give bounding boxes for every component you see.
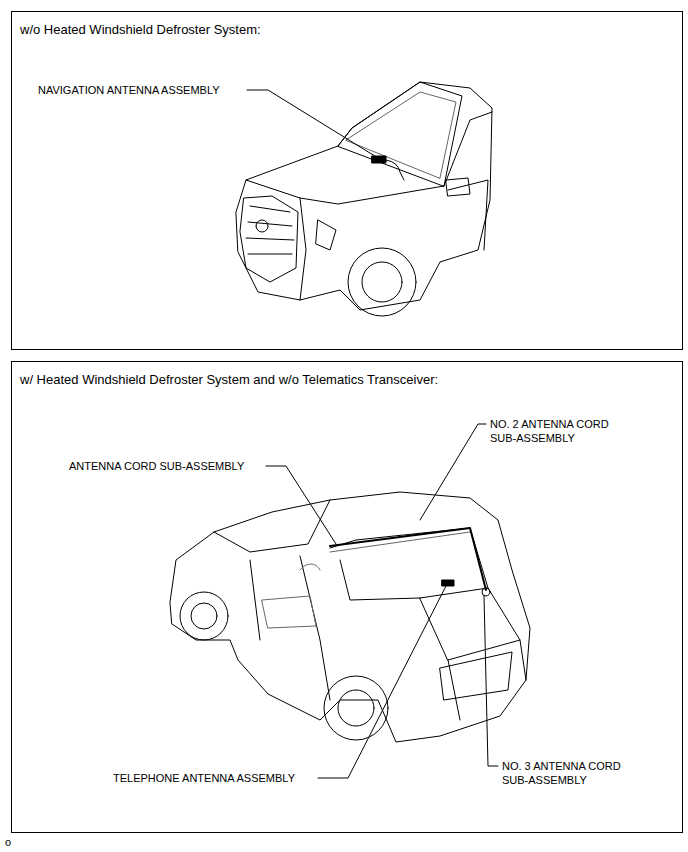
part-name: ANTENNA CORD SUB-ASSEMBLY	[68, 459, 245, 473]
part-name: TELEPHONE ANTENNA ASSEMBLY	[112, 771, 296, 785]
panel-heading: w/ Heated Windshield Defroster System an…	[20, 372, 682, 388]
figure-id: o	[4, 835, 12, 849]
part-name: NO. 3 ANTENNA CORD SUB-ASSEMBLY	[501, 759, 643, 787]
part-name: NO. 2 ANTENNA CORD SUB-ASSEMBLY	[489, 417, 631, 445]
panel-heading: w/o Heated Windshield Defroster System:	[20, 22, 682, 38]
part-name: NAVIGATION ANTENNA ASSEMBLY	[37, 83, 221, 97]
figure-panel: w/o Heated Windshield Defroster System:	[11, 11, 683, 350]
